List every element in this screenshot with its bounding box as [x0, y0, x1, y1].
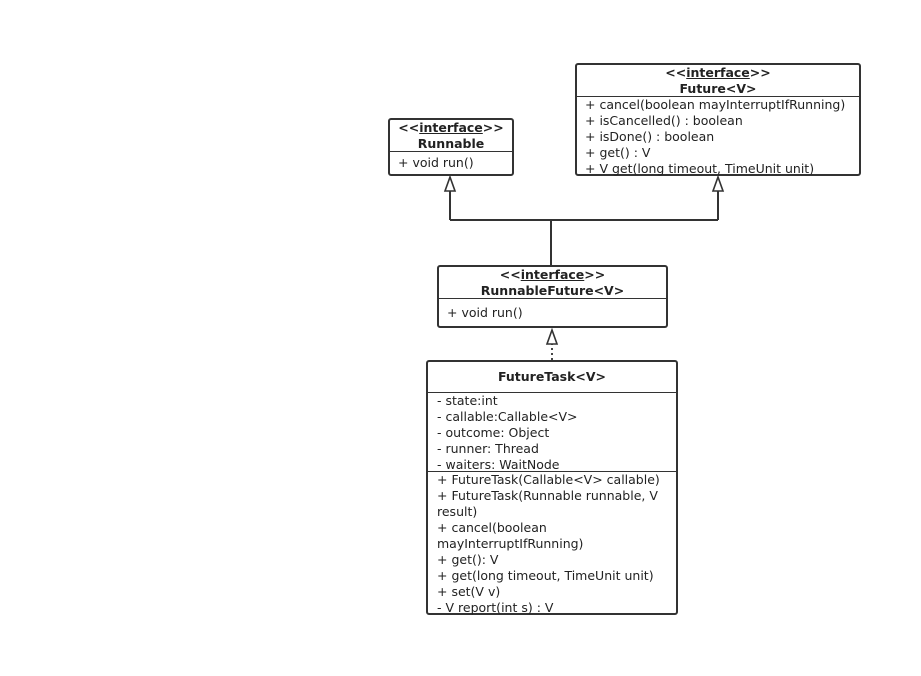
- stereotype-keyword: interface: [520, 267, 585, 282]
- attributes-compartment: - state:int - callable:Callable<V> - out…: [428, 393, 676, 472]
- attribute: - outcome: Object: [437, 425, 550, 440]
- stereotype-close: >>: [584, 267, 606, 282]
- operation: + V get(long timeout, TimeUnit unit): [585, 161, 815, 176]
- generalization-line-runnable-future: [449, 191, 719, 265]
- stereotype-open: <<: [499, 267, 521, 282]
- runnable-future-interface-box[interactable]: <<interface>> RunnableFuture<V> + void r…: [437, 265, 668, 328]
- stereotype-open: <<: [398, 120, 420, 135]
- operation: + isCancelled() : boolean: [585, 113, 743, 128]
- operations-compartment: + cancel(boolean mayInterruptIfRunning) …: [577, 97, 859, 177]
- realization-arrowhead: [545, 327, 559, 345]
- operations-compartment: + void run(): [439, 299, 666, 321]
- operation: + get() : V: [585, 145, 651, 160]
- stereotype-label: <<interface>>: [390, 120, 512, 136]
- operation: + get(long timeout, TimeUnit unit): [437, 568, 654, 583]
- operation: + FutureTask(Runnable runnable, V result…: [437, 488, 658, 519]
- operation: + void run(): [398, 155, 474, 170]
- stereotype-keyword: interface: [419, 120, 483, 135]
- stereotype-label: <<interface>>: [439, 267, 666, 283]
- class-name: FutureTask<V>: [497, 369, 607, 384]
- operation: + isDone() : boolean: [585, 129, 715, 144]
- future-task-class-box[interactable]: FutureTask<V> - state:int - callable:Cal…: [426, 360, 678, 615]
- stereotype-label: <<interface>>: [577, 65, 859, 81]
- operations-compartment: + FutureTask(Callable<V> callable) + Fut…: [428, 472, 676, 616]
- runnable-interface-box[interactable]: <<interface>> Runnable + void run(): [388, 118, 514, 176]
- class-header: FutureTask<V>: [428, 362, 676, 393]
- class-name: Future<V>: [679, 81, 757, 96]
- operations-compartment: + void run(): [390, 152, 512, 171]
- stereotype-close: >>: [482, 120, 504, 135]
- class-name: Runnable: [417, 136, 485, 151]
- operation: + cancel(boolean mayInterruptIfRunning): [437, 520, 584, 551]
- attribute: - state:int: [437, 393, 498, 408]
- attribute: - runner: Thread: [437, 441, 539, 456]
- class-header: <<interface>> Runnable: [390, 120, 512, 152]
- attribute: - callable:Callable<V>: [437, 409, 578, 424]
- stereotype-keyword: interface: [686, 65, 750, 80]
- class-header: <<interface>> RunnableFuture<V>: [439, 267, 666, 299]
- generalization-arrowhead-runnable: [443, 174, 457, 192]
- operation: - V report(int s) : V: [437, 600, 554, 615]
- class-name: RunnableFuture<V>: [480, 283, 625, 298]
- attribute: - waiters: WaitNode: [437, 457, 560, 472]
- stereotype-close: >>: [749, 65, 771, 80]
- operation: + void run(): [447, 305, 523, 320]
- operation: + cancel(boolean mayInterruptIfRunning): [585, 97, 846, 112]
- operation: + FutureTask(Callable<V> callable): [437, 472, 660, 487]
- generalization-arrowhead-future: [711, 174, 725, 192]
- future-interface-box[interactable]: <<interface>> Future<V> + cancel(boolean…: [575, 63, 861, 176]
- operation: + get(): V: [437, 552, 499, 567]
- stereotype-open: <<: [665, 65, 687, 80]
- operation: + set(V v): [437, 584, 501, 599]
- class-header: <<interface>> Future<V>: [577, 65, 859, 97]
